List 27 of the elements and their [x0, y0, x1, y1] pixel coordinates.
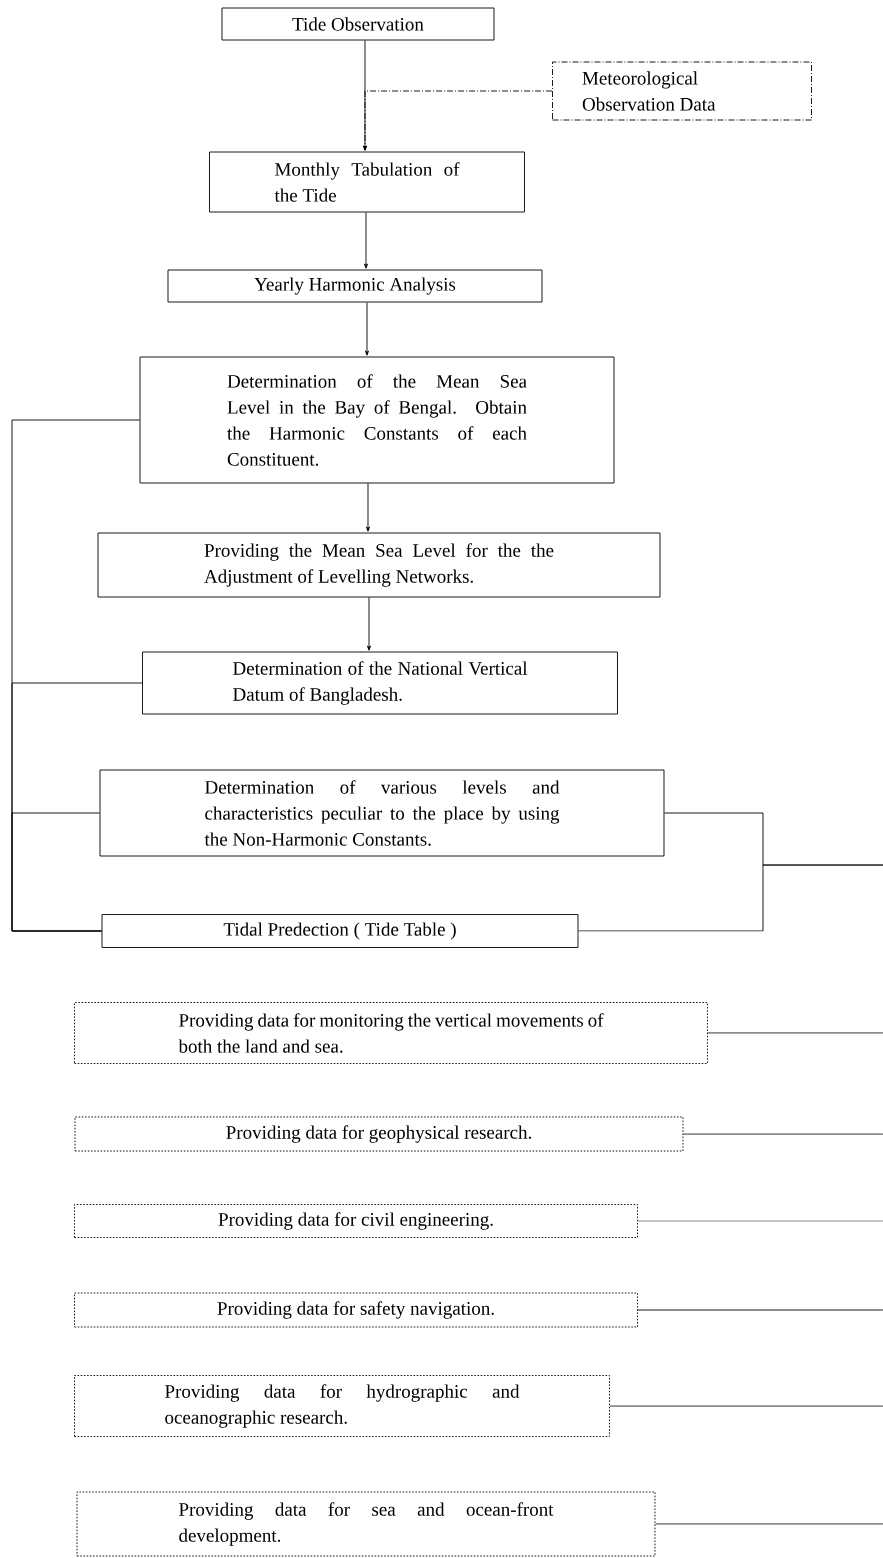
process-box: Determination of the National Vertical Datum of Bangladesh.: [142, 651, 618, 715]
connector-line: [655, 1523, 883, 1525]
process-box: Providing data for safety navigation.: [74, 1292, 638, 1328]
process-box: Providing data for hydrographic and oceanographic research.: [74, 1375, 610, 1437]
process-box: Providing data for sea and ocean-front development.: [76, 1491, 656, 1557]
arrow: [364, 212, 368, 269]
connector-line: [637, 1309, 883, 1311]
process-box: Providing the Mean Sea Level for the the Adjustment of Levelling Networks.: [97, 532, 661, 598]
connector-line: [707, 1032, 883, 1034]
arrow: [363, 90, 553, 151]
connector-line: [683, 1133, 883, 1135]
process-box: Providing data for civil engineering.: [74, 1204, 638, 1238]
process-box: Providing data for monitoring the vertical movements of both the land and sea.: [74, 1002, 708, 1064]
process-box: Monthly Tabulation of the Tide: [209, 151, 525, 213]
connector-line: [578, 864, 883, 932]
process-box: Determination of the Mean Sea Level in the Bay of Bengal. Obtain the Harmonic Constants of each Constituent.: [139, 356, 615, 484]
process-box: Meteorological Observation Data: [552, 61, 812, 121]
connector-line: [11, 812, 102, 932]
process-box: Tide Observation: [221, 7, 495, 41]
connector-line: [609, 1405, 883, 1407]
arrow: [367, 597, 371, 651]
process-box: Tidal Predection ( Tide Table ): [101, 914, 579, 948]
process-box: Determination of various levels and characteristics peculiar to the place by using the Non-Harmonic Constants.: [99, 769, 665, 857]
process-box: Yearly Harmonic Analysis: [167, 269, 543, 303]
process-box: Providing data for geophysical research.: [74, 1116, 684, 1152]
arrow: [365, 302, 369, 356]
arrow: [366, 483, 370, 532]
